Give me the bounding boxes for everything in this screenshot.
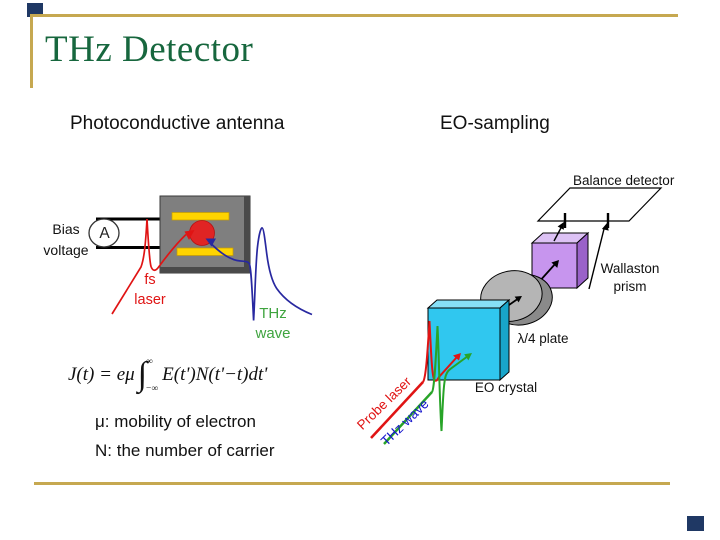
thz-wave-label-left: THz wave	[255, 305, 291, 343]
probe-laser-arrowhead	[453, 353, 461, 361]
balance-detector-plate	[536, 187, 663, 222]
electrode-bottom	[176, 247, 234, 256]
integral-lower-limit: −∞	[146, 383, 159, 394]
current-formula: J(t) = eμ ∫ ∞ −∞ E(t')N(t'−t)dt'	[68, 357, 267, 393]
eo-crystal-top	[426, 299, 511, 309]
formula-rhs: E(t')N(t'−t)dt'	[162, 364, 268, 385]
beam-arrowhead-right	[601, 223, 609, 231]
bias-voltage-label: Bias voltage	[43, 221, 89, 258]
corner-accent-top-left	[27, 3, 43, 17]
n-definition: N: the number of carrier	[95, 441, 275, 460]
probe-laser-pulse	[422, 320, 458, 383]
formula-lhs: J(t) = eμ	[68, 364, 135, 385]
bottom-border-line	[34, 482, 670, 485]
quarter-wave-plate-label: λ/4 plate	[517, 331, 569, 346]
integral-sign: ∫	[137, 355, 147, 393]
prism-arrowhead	[551, 260, 559, 268]
beam-arrowhead-left	[557, 222, 564, 230]
integral-upper-limit: ∞	[146, 357, 153, 367]
left-border-line	[30, 14, 33, 88]
thz-wave-arrowhead	[205, 238, 216, 247]
thz-beam-pulse	[431, 325, 469, 432]
integral-limits: ∞ −∞	[146, 357, 159, 394]
photoconductive-gap-dot	[189, 220, 215, 246]
fs-laser-arrowhead	[184, 230, 195, 240]
prism-polarization-arrow	[537, 262, 557, 284]
antenna-substrate	[159, 195, 251, 274]
mu-definition: μ: mobility of electron	[95, 412, 256, 431]
left-section-heading: Photoconductive antenna	[70, 113, 285, 134]
thz-beam-arrowhead	[464, 353, 472, 361]
top-border-line	[30, 14, 678, 17]
wallaston-prism-side	[576, 231, 589, 290]
plate-arrowhead	[514, 296, 522, 303]
wallaston-prism-front	[531, 242, 578, 289]
wallaston-prism-top	[530, 232, 590, 244]
plate-front-face	[480, 270, 543, 322]
eo-crystal-label: EO crystal	[474, 380, 538, 395]
substrate-shadow-right	[244, 196, 250, 273]
eo-crystal-front	[427, 307, 501, 381]
right-section-heading: EO-sampling	[440, 113, 550, 134]
plate-back-rim	[490, 273, 553, 326]
fs-laser-label: fs laser	[134, 272, 166, 309]
quarter-wave-plate	[480, 270, 553, 326]
plate-polarization-arrow	[498, 297, 520, 313]
beam-line-left	[553, 225, 563, 242]
corner-accent-bottom-right	[687, 516, 704, 531]
substrate-shadow-bottom	[160, 267, 250, 273]
balance-detector-label: Balance detector	[573, 173, 675, 188]
slide-title: THz Detector	[45, 29, 254, 70]
electrode-top	[171, 212, 230, 221]
ammeter-letter: A	[99, 225, 110, 242]
wallaston-prism-label: Wallaston prism	[600, 261, 660, 295]
